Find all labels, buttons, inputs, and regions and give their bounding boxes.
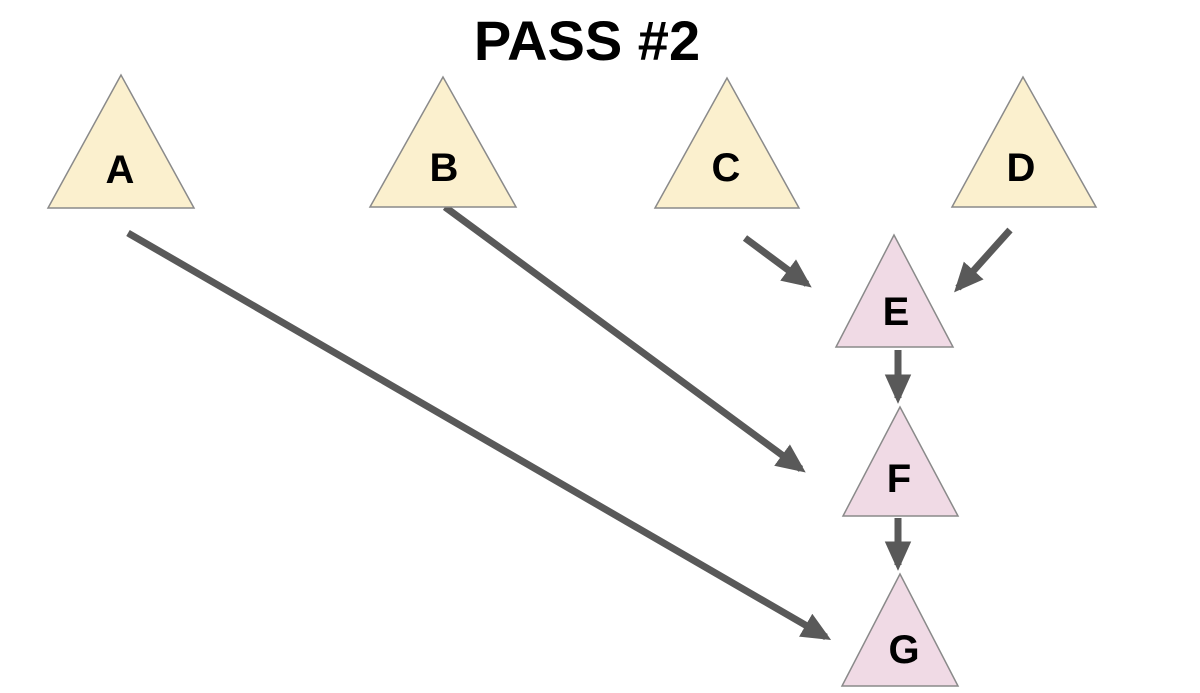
- node-b-label: B: [430, 146, 459, 190]
- node-b: B: [368, 75, 518, 208]
- node-b-triangle: [368, 75, 518, 208]
- node-d: D: [950, 75, 1098, 208]
- node-c-label: C: [712, 146, 741, 190]
- node-c: C: [653, 76, 801, 209]
- edge-layer: [126, 204, 1013, 641]
- node-e-triangle: [834, 233, 955, 348]
- node-c-triangle: [653, 76, 801, 209]
- edge-a-to-g: [126, 229, 832, 641]
- diagram-title: PASS #2: [474, 9, 700, 72]
- node-d-triangle: [950, 75, 1098, 208]
- node-e-label: E: [883, 290, 910, 334]
- node-f: F: [841, 405, 960, 517]
- node-a: A: [46, 73, 196, 209]
- node-e: E: [834, 233, 955, 348]
- node-a-label: A: [106, 148, 135, 192]
- node-g-label: G: [888, 628, 919, 672]
- node-d-label: D: [1007, 146, 1036, 190]
- edge-c-to-e: [742, 235, 812, 288]
- edge-b-to-f: [442, 204, 806, 473]
- node-g-triangle: [840, 572, 960, 687]
- node-a-triangle: [46, 73, 196, 209]
- node-f-label: F: [887, 457, 911, 501]
- node-g: G: [840, 572, 960, 687]
- node-f-triangle: [841, 405, 960, 517]
- edge-d-to-e: [954, 227, 1013, 293]
